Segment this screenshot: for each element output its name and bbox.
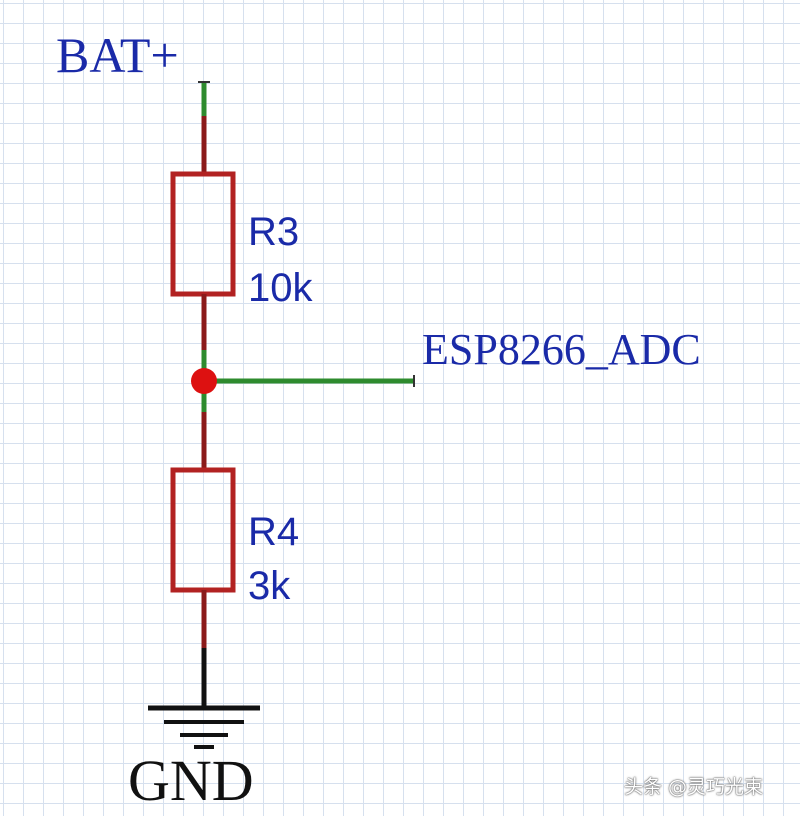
junction-dot [191, 368, 217, 394]
r4-body [170, 467, 236, 593]
bat-plus-label: BAT+ [56, 27, 179, 83]
r3-body [170, 171, 236, 297]
watermark-text: 头条 @灵巧光束 [624, 776, 764, 798]
r4-ref-label: R4 [248, 510, 300, 554]
esp8266-adc-label: ESP8266_ADC [422, 325, 701, 374]
gnd-label: GND [128, 748, 254, 813]
r4-value-label: 3k [248, 564, 291, 608]
r3-value-label: 10k [248, 266, 313, 310]
r3-ref-label: R3 [248, 210, 300, 254]
